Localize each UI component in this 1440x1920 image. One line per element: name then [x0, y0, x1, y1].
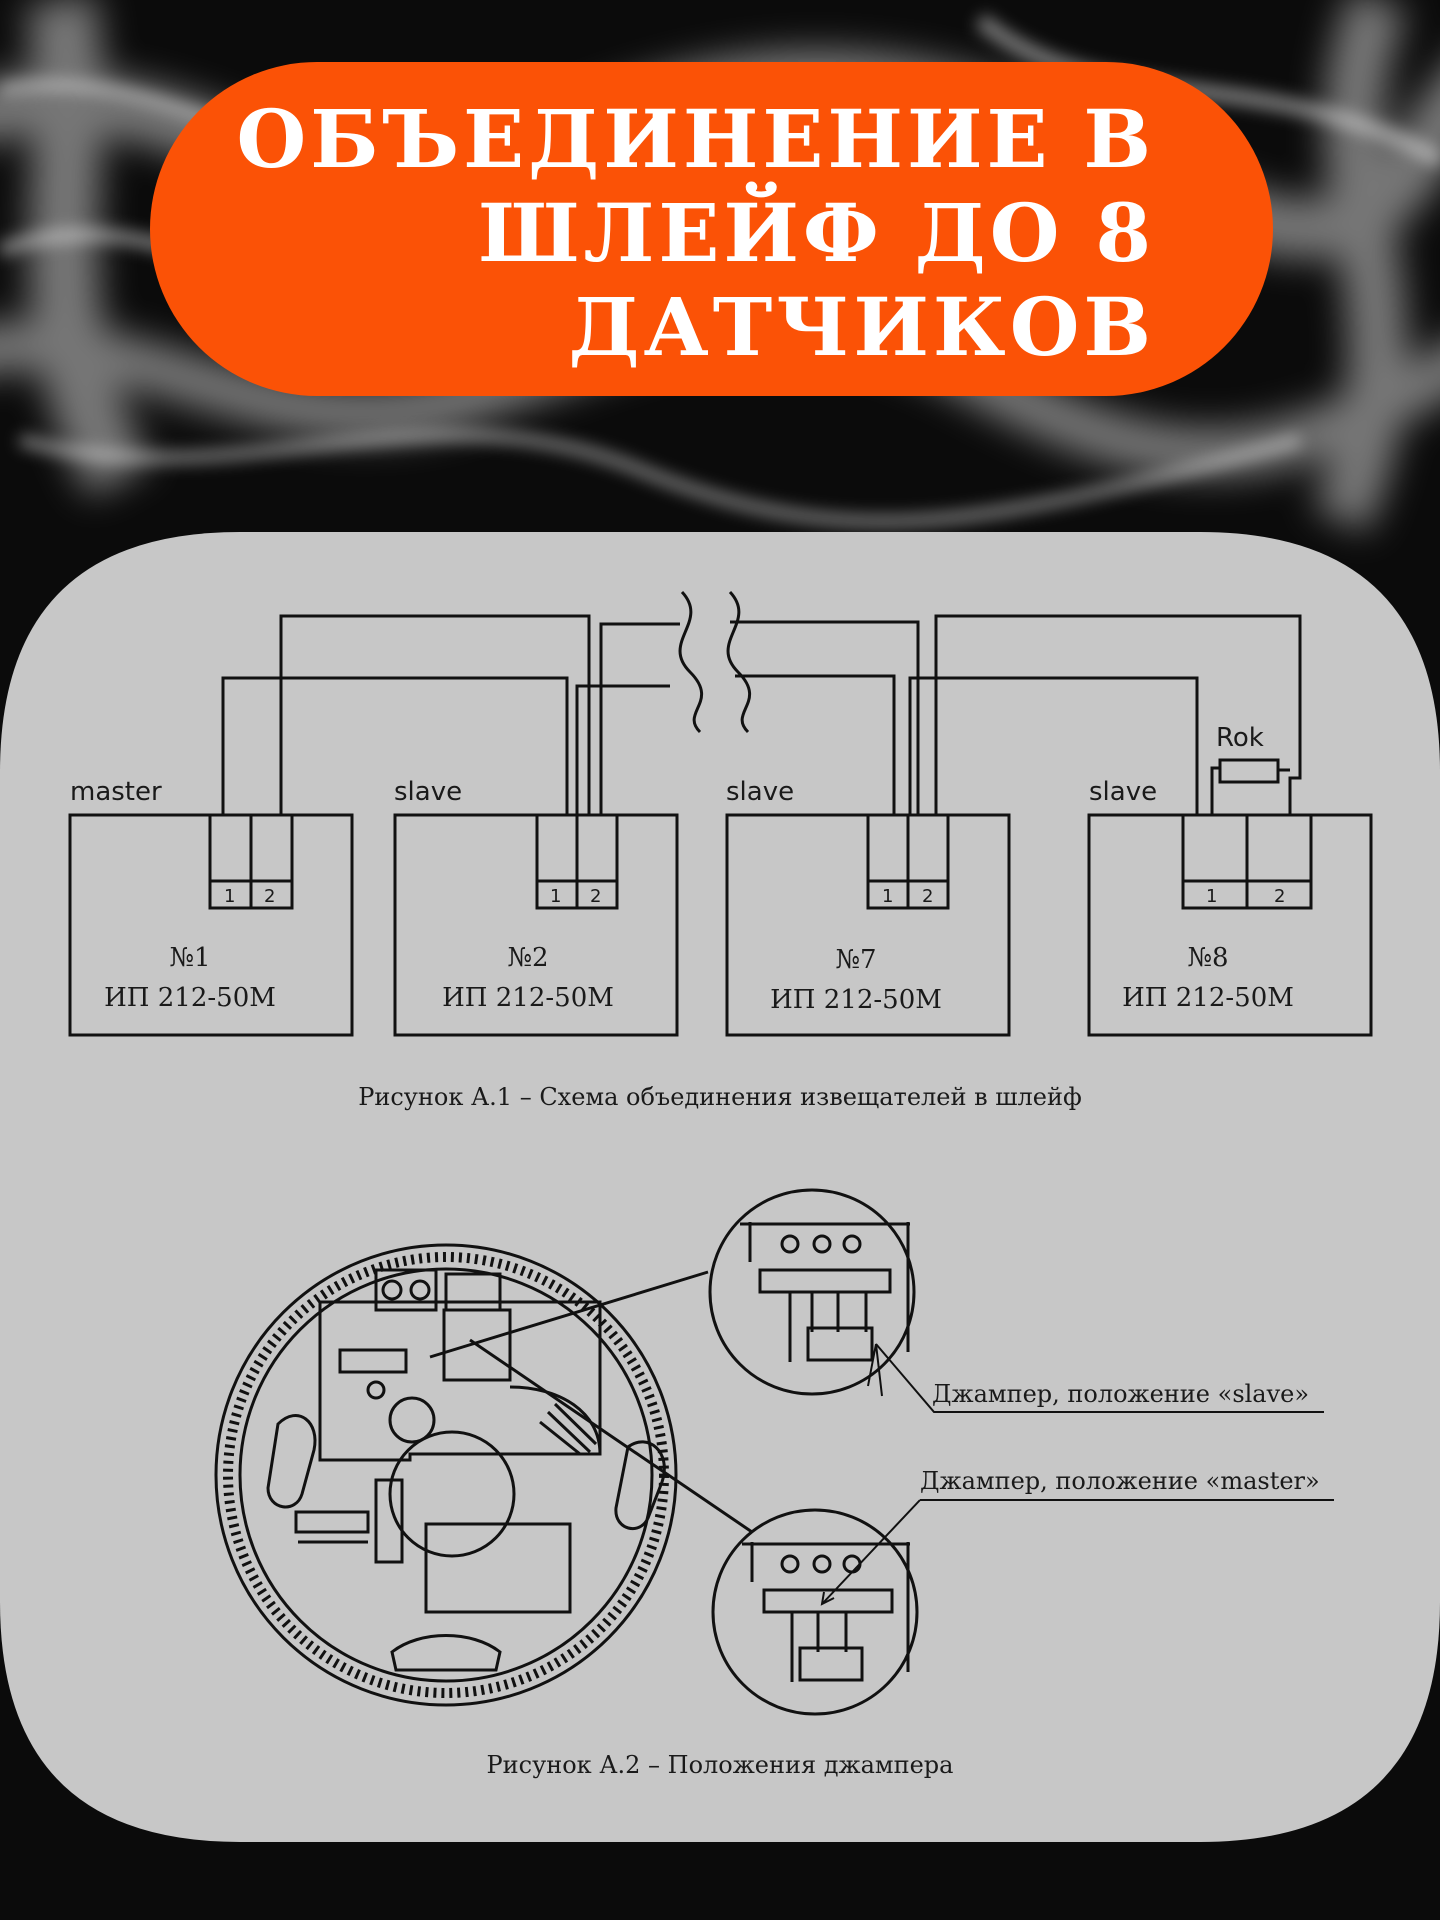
- callout-master-label: Джампер, положение «master»: [920, 1467, 1320, 1495]
- device-8-role: slave: [1089, 777, 1157, 807]
- device-7-role: slave: [726, 777, 794, 807]
- device-1: [68, 813, 354, 1037]
- callout-slave-label: Джампер, положение «slave»: [932, 1380, 1309, 1408]
- device-7: [725, 813, 1011, 1037]
- wire-upper-far: [934, 614, 1302, 815]
- wire-lower-far: [908, 676, 1199, 815]
- device-8: [1087, 813, 1373, 1037]
- device-7-terminal-2: 2: [922, 886, 933, 907]
- device-2-role: slave: [394, 777, 462, 807]
- resistor-icon: [1210, 758, 1290, 815]
- wire-ext-lower: [575, 684, 670, 815]
- device-2-terminal-1: 1: [550, 886, 561, 907]
- figure-2-caption: Рисунок А.2 – Положения джампера: [487, 1751, 954, 1779]
- wire-ext-upper: [599, 622, 680, 815]
- device-2: [393, 813, 679, 1037]
- title-line-3: ДАТЧИКОВ: [568, 280, 1155, 374]
- jumper-inset-master: [711, 1508, 919, 1716]
- resistor-label: Rok: [1216, 723, 1264, 753]
- device-8-model: ИП 212-50М: [1122, 983, 1294, 1013]
- device-2-model: ИП 212-50М: [442, 983, 614, 1013]
- detector-board-drawing: [214, 1243, 678, 1707]
- device-7-terminal-1: 1: [882, 886, 893, 907]
- device-8-terminal-1: 1: [1206, 886, 1217, 907]
- cable-break-icon: [678, 590, 752, 734]
- jumper-inset-slave: [429, 1188, 916, 1534]
- title-line-2: ШЛЕЙФ ДО 8: [478, 186, 1155, 280]
- wiring-diagram: [221, 614, 1302, 815]
- figure-1-caption: Рисунок А.1 – Схема объединения извещате…: [358, 1083, 1082, 1111]
- device-1-role: master: [70, 777, 162, 807]
- diagram-panel: Rok master 1 2 №1 ИП 212-50М slave 1 2 №…: [0, 532, 1440, 1842]
- device-1-model: ИП 212-50М: [104, 983, 276, 1013]
- device-1-number: №1: [169, 943, 210, 973]
- wire-upper-left: [279, 614, 591, 815]
- wire-lower-right: [735, 674, 896, 815]
- wire-lower-left: [221, 676, 569, 815]
- callout-lines: [820, 1343, 1334, 1606]
- device-7-number: №7: [835, 945, 876, 975]
- title-line-1: ОБЪЕДИНЕНИЕ В: [236, 92, 1155, 186]
- device-8-number: №8: [1187, 943, 1228, 973]
- title-banner: ОБЪЕДИНЕНИЕ В ШЛЕЙФ ДО 8 ДАТЧИКОВ: [150, 62, 1273, 396]
- device-8-terminal-2: 2: [1274, 886, 1285, 907]
- panel-shape: [0, 532, 1440, 1842]
- device-1-terminal-2: 2: [264, 886, 275, 907]
- device-7-model: ИП 212-50М: [770, 985, 942, 1015]
- wire-upper-right: [730, 620, 920, 815]
- device-1-terminal-1: 1: [224, 886, 235, 907]
- device-2-number: №2: [507, 943, 548, 973]
- device-2-terminal-2: 2: [590, 886, 601, 907]
